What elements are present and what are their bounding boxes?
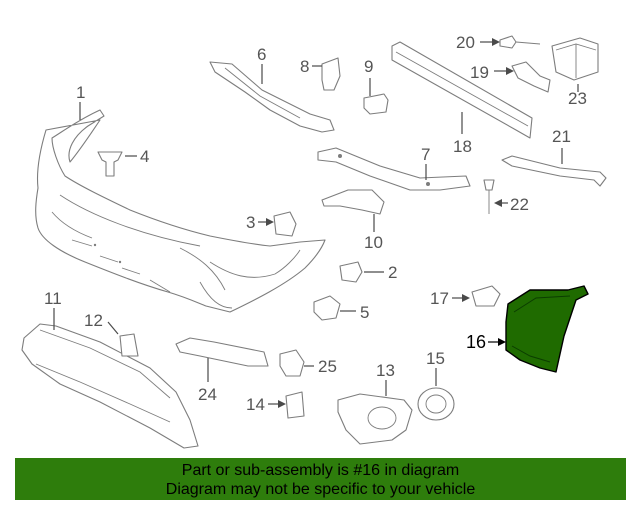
- callout-3: 3: [246, 213, 255, 232]
- part-20-bolt[interactable]: [499, 35, 541, 49]
- banner-line-1: Part or sub-assembly is #16 in diagram: [181, 462, 460, 479]
- part-4-clip[interactable]: [97, 151, 123, 177]
- callout-14: 14: [246, 395, 265, 414]
- callout-13: 13: [376, 361, 395, 380]
- part-11-lower-cover[interactable]: [21, 323, 199, 449]
- part-2-clip[interactable]: [339, 261, 363, 283]
- callout-7: 7: [421, 145, 430, 164]
- callout-20: 20: [456, 33, 475, 52]
- callout-5: 5: [360, 303, 369, 322]
- callout-11: 11: [44, 289, 62, 308]
- callout-12: 12: [84, 311, 103, 330]
- callout-15: 15: [426, 349, 445, 368]
- part-9-bracket[interactable]: [363, 93, 389, 115]
- part-3-clip[interactable]: [273, 211, 297, 237]
- part-17-bracket[interactable]: [471, 285, 501, 307]
- banner-line-2: Diagram may not be specific to your vehi…: [165, 481, 476, 498]
- part-7-support[interactable]: [317, 147, 471, 191]
- callout-10: 10: [364, 233, 383, 252]
- part-21-rod[interactable]: [501, 155, 607, 187]
- callout-17: 17: [430, 289, 449, 308]
- part-12-bracket[interactable]: [119, 333, 139, 357]
- callout-9: 9: [364, 57, 373, 76]
- callout-25: 25: [318, 357, 337, 376]
- info-banner: Part or sub-assembly is #16 in diagram D…: [15, 458, 626, 500]
- callout-24: 24: [198, 385, 217, 404]
- callout-23: 23: [568, 89, 587, 108]
- part-1-bumper-cover[interactable]: [35, 109, 326, 313]
- callout-19: 19: [470, 63, 489, 82]
- part-24-molding[interactable]: [175, 337, 269, 367]
- callout-8: 8: [300, 57, 309, 76]
- part-10-bracket[interactable]: [321, 189, 385, 215]
- callout-1: 1: [76, 83, 85, 102]
- part-13-fog-bezel[interactable]: [337, 393, 413, 445]
- part-5-clip[interactable]: [313, 295, 341, 321]
- part-22-bolt[interactable]: [483, 179, 495, 214]
- part-14-bracket[interactable]: [285, 391, 305, 419]
- callout-21: 21: [552, 127, 571, 146]
- callout-4: 4: [140, 147, 149, 166]
- callout-18: 18: [453, 137, 472, 156]
- part-15-fog-lamp[interactable]: [417, 387, 455, 421]
- part-16-mud-guard-highlighted[interactable]: [505, 285, 589, 373]
- part-8-bracket[interactable]: [321, 57, 341, 91]
- callout-6: 6: [257, 45, 266, 64]
- part-25-bracket[interactable]: [279, 349, 305, 377]
- part-19-bracket[interactable]: [511, 61, 551, 93]
- callout-22: 22: [510, 195, 529, 214]
- part-18-reinforcement[interactable]: [391, 41, 533, 139]
- part-23-block[interactable]: [551, 37, 599, 81]
- part-6-bracket[interactable]: [209, 61, 335, 133]
- callout-2: 2: [388, 263, 397, 282]
- callout-16: 16: [466, 332, 486, 352]
